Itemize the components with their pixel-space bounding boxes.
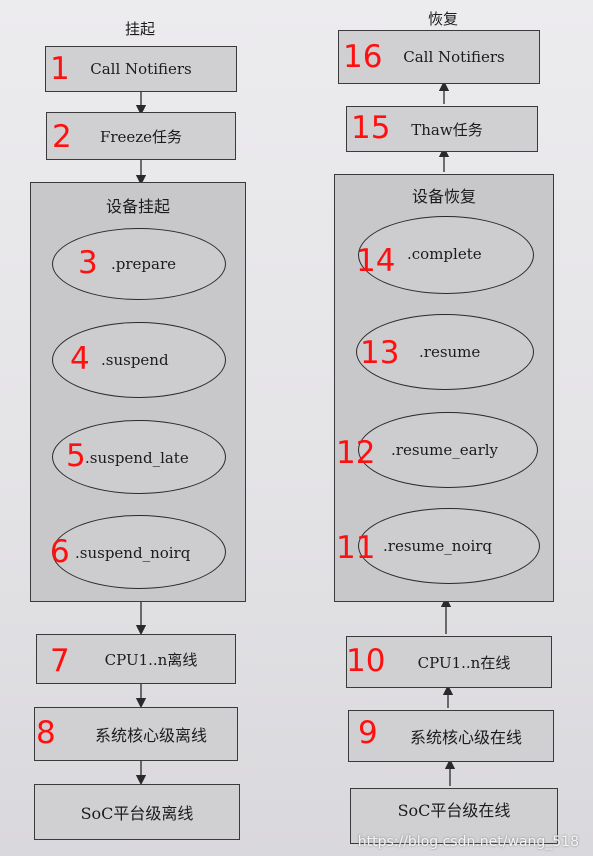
step-2-box: Freeze任务 bbox=[46, 112, 236, 160]
step-1-number: 1 bbox=[50, 51, 70, 87]
step-2-number: 2 bbox=[52, 119, 72, 155]
step-16-label: Call Notifiers bbox=[403, 48, 505, 66]
step-16-box: Call Notifiers bbox=[338, 30, 540, 84]
step-4-label: .suspend bbox=[101, 351, 169, 369]
step-13-number: 13 bbox=[360, 335, 400, 371]
step-13-ellipse: .resume bbox=[356, 314, 534, 390]
step-15-label: Thaw任务 bbox=[411, 120, 483, 139]
soc-offline-label: SoC平台级离线 bbox=[80, 804, 194, 823]
step-6-ellipse: .suspend_noirq bbox=[52, 515, 226, 589]
step-5-number: 5 bbox=[66, 438, 86, 474]
step-14-ellipse: .complete bbox=[358, 216, 534, 294]
step-12-ellipse: .resume_early bbox=[358, 412, 538, 488]
step-5-ellipse: .suspend_late bbox=[52, 420, 226, 494]
step-5-label: .suspend_late bbox=[85, 449, 189, 467]
step-4-number: 4 bbox=[70, 341, 90, 377]
step-8-number: 8 bbox=[36, 715, 56, 751]
step-9-box: 系统核心级在线 bbox=[348, 710, 554, 762]
step-11-ellipse: .resume_noirq bbox=[358, 508, 540, 584]
step-10-number: 10 bbox=[346, 643, 386, 679]
step-1-box: Call Notifiers bbox=[45, 46, 237, 92]
soc-offline-box: SoC平台级离线 bbox=[34, 784, 240, 840]
step-14-label: .complete bbox=[407, 245, 482, 263]
step-10-box: CPU1..n在线 bbox=[346, 636, 552, 688]
step-6-number: 6 bbox=[50, 534, 70, 570]
soc-online-box: SoC平台级在线 bbox=[350, 788, 558, 844]
step-3-ellipse: .prepare bbox=[52, 228, 226, 300]
step-7-number: 7 bbox=[50, 643, 70, 679]
step-13-label: .resume bbox=[419, 343, 481, 361]
right-column-title: 恢复 bbox=[428, 10, 459, 28]
left-column-title: 挂起 bbox=[125, 20, 156, 38]
step-7-box: CPU1..n离线 bbox=[36, 634, 236, 684]
step-15-box: Thaw任务 bbox=[346, 106, 538, 152]
step-11-label: .resume_noirq bbox=[383, 537, 493, 555]
step-9-number: 9 bbox=[358, 715, 378, 751]
step-9-label: 系统核心级在线 bbox=[409, 728, 522, 747]
step-8-label: 系统核心级离线 bbox=[94, 726, 207, 745]
step-10-label: CPU1..n在线 bbox=[417, 653, 511, 672]
step-14-number: 14 bbox=[356, 243, 396, 279]
step-12-label: .resume_early bbox=[391, 441, 499, 459]
step-15-number: 15 bbox=[351, 110, 391, 146]
step-1-label: Call Notifiers bbox=[90, 60, 192, 78]
device-suspend-title: 设备挂起 bbox=[105, 197, 170, 216]
step-2-label: Freeze任务 bbox=[99, 127, 183, 146]
step-16-number: 16 bbox=[343, 39, 383, 75]
step-3-label: .prepare bbox=[111, 255, 177, 273]
device-resume-title: 设备恢复 bbox=[411, 187, 476, 206]
step-11-number: 11 bbox=[336, 530, 376, 566]
step-12-number: 12 bbox=[336, 435, 376, 471]
step-4-ellipse: .suspend bbox=[52, 322, 226, 398]
step-6-label: .suspend_noirq bbox=[75, 544, 191, 562]
watermark-text: https://blog.csdn.net/wang_518 bbox=[357, 834, 579, 850]
soc-online-label: SoC平台级在线 bbox=[397, 801, 511, 820]
step-8-box: 系统核心级离线 bbox=[34, 707, 238, 761]
step-3-number: 3 bbox=[78, 245, 98, 281]
step-7-label: CPU1..n离线 bbox=[104, 650, 198, 669]
